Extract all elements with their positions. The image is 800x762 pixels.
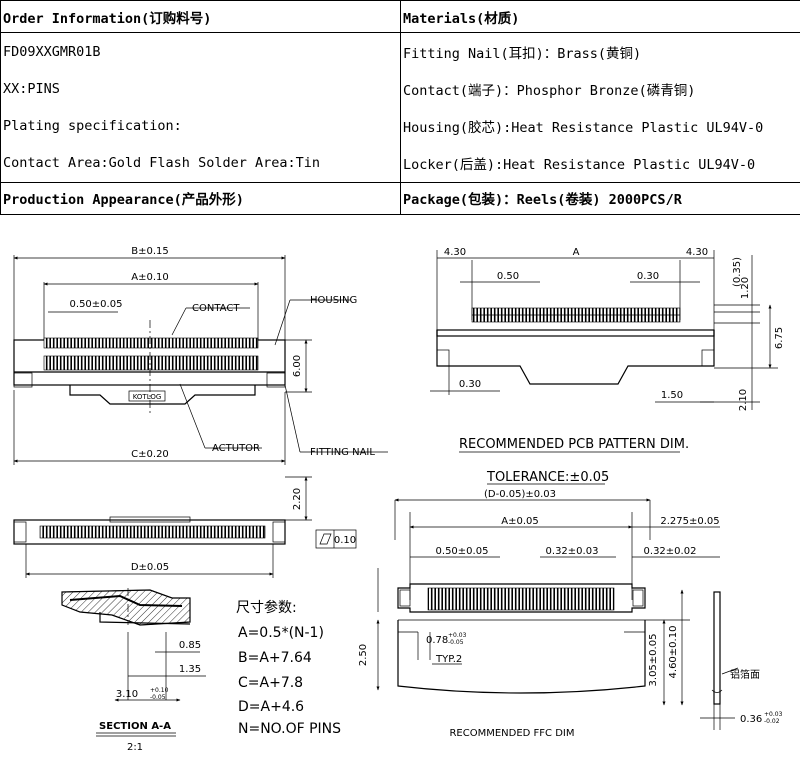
dim-side-right-430: 4.30 bbox=[686, 247, 708, 258]
formula-title: 尺寸参数: bbox=[236, 599, 297, 616]
pcb-dim-a: A±0.05 bbox=[501, 516, 539, 527]
ffc-dim-036-tol-dn: -0.02 bbox=[764, 718, 780, 725]
dim-side-a: A bbox=[573, 247, 580, 258]
dim-d: D±0.05 bbox=[131, 562, 169, 573]
label-contact: CONTACT bbox=[192, 303, 240, 314]
ffc-side-profile bbox=[713, 591, 721, 705]
dim-a: A±0.10 bbox=[131, 272, 169, 283]
ffc-dim-036-tol-up: +0.03 bbox=[764, 711, 783, 718]
formula-a: A=0.5*(N-1) bbox=[238, 625, 324, 641]
technical-drawing: B±0.15 A±0.10 0.50±0.05 KOTLOG 6.00 C±0.… bbox=[13, 246, 785, 753]
dim-310-tol-up: +0.10 bbox=[150, 687, 169, 694]
pcb-dim-2275: 2.275±0.05 bbox=[660, 516, 719, 527]
plating-specification: Plating specification: bbox=[0, 107, 401, 145]
ffc-dim-036: 0.36 bbox=[740, 714, 762, 725]
ffc-dim-078-tol-dn: -0.05 bbox=[448, 639, 464, 646]
pcb-dim-032b: 0.32±0.02 bbox=[644, 546, 697, 557]
dim-310: 3.10 bbox=[116, 689, 138, 700]
pcb-tolerance: TOLERANCE:±0.05 bbox=[486, 470, 609, 485]
dim-side-210: 2.10 bbox=[738, 389, 749, 411]
flatness-value: 0.10 bbox=[334, 535, 356, 546]
dim-side-left-430: 4.30 bbox=[444, 247, 466, 258]
kotlog-logo: KOTLOG bbox=[133, 393, 162, 401]
dim-side-035: (0.35) bbox=[732, 257, 743, 287]
dim-side-030: 0.30 bbox=[637, 271, 659, 282]
material-fitting-nail: Fitting Nail(耳扣)：Brass(黄铜) bbox=[400, 32, 800, 71]
dim-c: C±0.20 bbox=[131, 449, 169, 460]
pcb-pattern-title: RECOMMENDED PCB PATTERN DIM. bbox=[459, 437, 689, 452]
material-locker: Locker(后盖):Heat Resistance Plastic UL94V… bbox=[400, 144, 800, 183]
section-a-a: 0.85 1.35 3.10 +0.10 -0.05 SECTION A-A 2… bbox=[61, 588, 206, 753]
side-view: 4.30 A 4.30 0.50 0.30 (0.35) 1.20 6.75 2… bbox=[430, 247, 785, 411]
pcb-pattern: RECOMMENDED PCB PATTERN DIM. TOLERANCE:±… bbox=[377, 437, 720, 613]
formula-c: C=A+7.8 bbox=[238, 675, 303, 691]
dim-height-600: 6.00 bbox=[292, 355, 303, 377]
pcb-pad-row bbox=[427, 587, 615, 611]
ffc-dim-460: 4.60±0.10 bbox=[668, 626, 679, 679]
contact-row-top bbox=[43, 337, 259, 349]
dim-side-675: 6.75 bbox=[774, 327, 785, 349]
formula-b: B=A+7.64 bbox=[238, 650, 312, 666]
pcb-dim-d: (D-0.05)±0.03 bbox=[484, 489, 556, 500]
production-appearance-header: Production Appearance(产品外形) bbox=[0, 181, 401, 216]
dim-side-030b: 0.30 bbox=[459, 379, 481, 390]
section-title: SECTION A-A bbox=[99, 721, 171, 732]
order-pins: XX:PINS bbox=[0, 70, 401, 108]
dimension-formulas: 尺寸参数: A=0.5*(N-1) B=A+7.64 C=A+7.8 D=A+4… bbox=[236, 599, 341, 737]
pcb-dim-050: 0.50±0.05 bbox=[436, 546, 489, 557]
contact-row-bottom bbox=[43, 355, 259, 371]
formula-d: D=A+4.6 bbox=[238, 699, 304, 715]
ffc-dim-078-tol-up: +0.03 bbox=[448, 632, 467, 639]
material-housing: Housing(胶芯):Heat Resistance Plastic UL94… bbox=[400, 107, 800, 145]
pcb-dim-032: 0.32±0.03 bbox=[546, 546, 599, 557]
ffc-dim-078: 0.78 bbox=[426, 635, 448, 646]
ffc-dim: 2.50 0.78 +0.03 -0.05 TYP.2 3.05±0.05 4.… bbox=[358, 589, 783, 739]
material-contact: Contact(端子)：Phosphor Bronze(磷青铜) bbox=[400, 70, 800, 108]
order-information-header: Order Information(订购料号) bbox=[0, 0, 401, 34]
ffc-caption: RECOMMENDED FFC DIM bbox=[449, 728, 574, 739]
dim-side-050: 0.50 bbox=[497, 271, 519, 282]
label-housing: HOUSING bbox=[310, 295, 357, 306]
dim-135: 1.35 bbox=[179, 664, 201, 675]
dim-085: 0.85 bbox=[179, 640, 201, 651]
materials-header: Materials(材质) bbox=[400, 0, 800, 34]
dim-side-120: 1.20 bbox=[740, 277, 751, 299]
package-header: Package(包装)：Reels(卷装) 2000PCS/R bbox=[400, 181, 800, 216]
ffc-typ: TYP.2 bbox=[435, 654, 462, 665]
ffc-label-foil: 铝箔面 bbox=[730, 668, 760, 681]
bottom-view: 2.20 0.10 D±0.05 bbox=[13, 476, 357, 578]
dim-height-220: 2.20 bbox=[292, 488, 303, 510]
plating-areas: Contact Area:Gold Flash Solder Area:Tin bbox=[0, 144, 401, 183]
dim-310-tol-dn: -0.05 bbox=[150, 694, 166, 701]
front-view: B±0.15 A±0.10 0.50±0.05 KOTLOG 6.00 C±0.… bbox=[13, 246, 388, 465]
formula-n: N=NO.OF PINS bbox=[238, 721, 341, 737]
ffc-dim-250: 2.50 bbox=[358, 644, 369, 666]
dim-pitch: 0.50±0.05 bbox=[70, 299, 123, 310]
label-actuator: ACTUTOR bbox=[212, 443, 260, 454]
dim-side-150: 1.50 bbox=[661, 390, 683, 401]
label-fitting-nail: FITTING NAIL bbox=[310, 447, 375, 458]
dim-b: B±0.15 bbox=[131, 246, 169, 257]
spec-table: Order Information(订购料号) Materials(材质) FD… bbox=[0, 0, 800, 216]
section-scale: 2:1 bbox=[127, 742, 143, 753]
ffc-dim-305: 3.05±0.05 bbox=[648, 634, 659, 687]
order-part-number: FD09XXGMR01B bbox=[0, 32, 401, 71]
